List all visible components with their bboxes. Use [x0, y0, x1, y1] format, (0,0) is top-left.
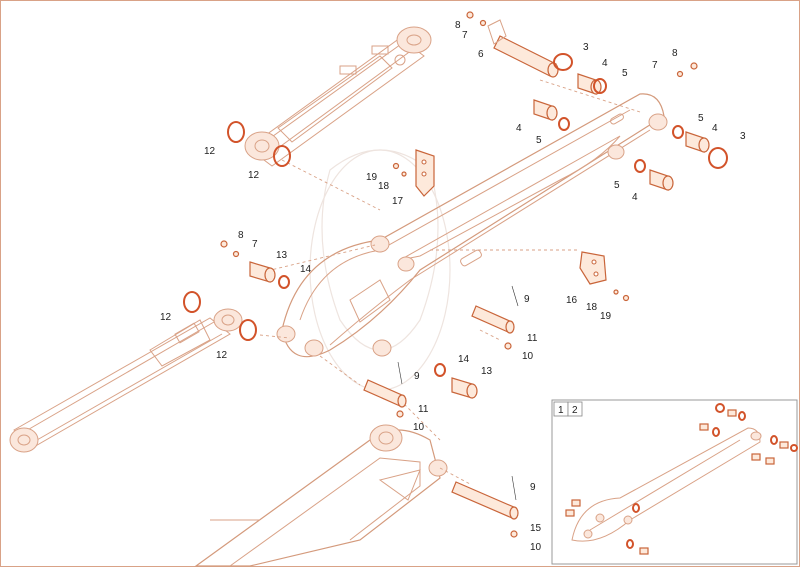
variant-tab-2[interactable]: 2	[567, 401, 583, 417]
boom-arm	[276, 93, 668, 358]
ring-12-b	[273, 145, 291, 167]
callout-10: 10	[522, 351, 534, 362]
ring-12-d	[239, 319, 257, 341]
callout-19: 19	[600, 311, 612, 322]
callout-5: 5	[536, 135, 542, 146]
bracket-16	[579, 251, 607, 285]
callout-9: 9	[414, 371, 420, 382]
ring-5-right	[672, 125, 684, 139]
ring-12-a	[227, 121, 245, 143]
nut-10-mid	[396, 410, 404, 418]
variant-tab-2-label: 2	[572, 405, 578, 416]
callout-10: 10	[530, 542, 542, 553]
callout-7: 7	[652, 60, 658, 71]
upper-hydraulic-cylinder	[244, 26, 432, 167]
bolt-19-right	[622, 294, 630, 302]
inset-variant-box: 1 2	[551, 399, 798, 565]
callout-5: 5	[614, 180, 620, 191]
ring-3-top	[553, 53, 573, 71]
callout-8: 8	[238, 230, 244, 241]
callout-15: 15	[530, 523, 542, 534]
variant-tab-1-label: 1	[558, 405, 564, 416]
callout-12: 12	[248, 170, 260, 181]
inset-boom-thumbnail	[571, 427, 762, 542]
callout-10: 10	[413, 422, 425, 433]
nut-10-upper	[504, 342, 512, 350]
callout-14: 14	[458, 354, 470, 365]
ring-12-c	[183, 291, 201, 313]
bushing-13-mid	[451, 377, 478, 399]
callout-3: 3	[583, 42, 589, 53]
callout-18: 18	[378, 181, 390, 192]
callout-7: 7	[462, 30, 468, 41]
callout-11: 11	[527, 333, 538, 344]
callout-6: 6	[478, 49, 484, 60]
inset-parts	[565, 403, 798, 555]
callout-12: 12	[216, 350, 228, 361]
pin-15	[451, 481, 519, 520]
bushing-4-lower	[649, 169, 674, 191]
ring-14-mid	[434, 363, 446, 377]
callout-4: 4	[516, 123, 522, 134]
callout-13: 13	[481, 366, 493, 377]
bolt-9-lower	[511, 475, 517, 501]
callout-13: 13	[276, 250, 288, 261]
callout-3: 3	[740, 131, 746, 142]
ring-14-left	[278, 275, 290, 289]
callout-18: 18	[586, 302, 598, 313]
callout-12: 12	[160, 312, 172, 323]
ring-3-right	[708, 147, 728, 169]
pin-11-upper	[471, 305, 515, 334]
washer-7-right	[676, 70, 684, 78]
stick-arm	[194, 424, 448, 567]
callout-8: 8	[455, 20, 461, 31]
bushing-4-right	[685, 131, 710, 153]
callout-4: 4	[602, 58, 608, 69]
pin-11-mid	[363, 379, 407, 408]
variant-tab-1[interactable]: 1	[553, 401, 569, 417]
callout-17: 17	[392, 196, 404, 207]
washer-7-top	[479, 19, 487, 27]
bushing-4-top	[577, 73, 602, 95]
ring-5-mid	[558, 117, 570, 131]
bolt-9-upper	[511, 285, 519, 307]
bushing-13-left	[249, 261, 276, 283]
callout-9: 9	[524, 294, 530, 305]
bracket-17	[415, 149, 435, 197]
ring-5-top	[593, 78, 607, 94]
callout-5: 5	[622, 68, 628, 79]
lower-hydraulic-cylinder	[9, 308, 243, 453]
bolt-8-right	[690, 62, 698, 70]
bolt-19-top	[392, 162, 400, 170]
callout-5: 5	[698, 113, 704, 124]
pin-6	[487, 19, 559, 78]
bolt-9-mid	[397, 361, 403, 385]
callout-labels: 8 7 6 3 4 5 8 7 4 5 5 4 3 5 4 12 12 19 1…	[160, 20, 746, 553]
callout-14: 14	[300, 264, 312, 275]
bolt-8-top	[466, 11, 474, 19]
ring-5-lower	[634, 159, 646, 173]
bolt-8-left	[220, 240, 228, 248]
callout-4: 4	[712, 123, 718, 134]
callout-9: 9	[530, 482, 536, 493]
callout-16: 16	[566, 295, 578, 306]
washer-7-left	[232, 250, 240, 258]
washer-18-right	[613, 289, 619, 295]
callout-12: 12	[204, 146, 216, 157]
nut-10-lower	[510, 530, 518, 538]
callout-11: 11	[418, 404, 429, 415]
assembly-guide-lines	[249, 79, 641, 485]
callout-7: 7	[252, 239, 258, 250]
callout-19: 19	[366, 172, 378, 183]
bushing-4-mid	[533, 99, 558, 121]
callout-8: 8	[672, 48, 678, 59]
washer-18-top	[401, 171, 407, 177]
callout-4: 4	[632, 192, 638, 203]
